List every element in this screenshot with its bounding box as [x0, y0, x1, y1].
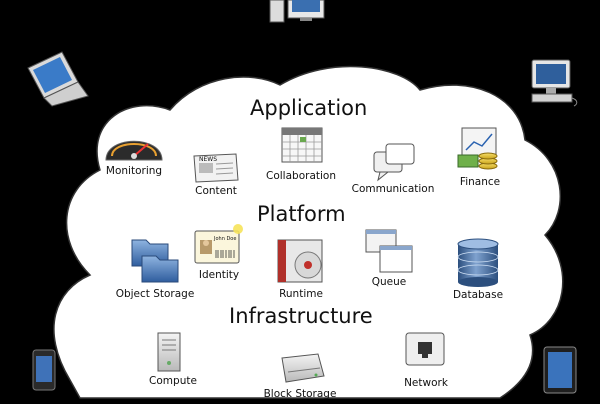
- laptop-icon: [27, 51, 89, 107]
- service-label-monitoring: Monitoring: [105, 165, 163, 177]
- service-label-identity: Identity: [198, 269, 240, 281]
- monitoring-icon: [105, 140, 163, 161]
- news-icon: NEWS: [193, 153, 239, 183]
- service-label-runtime: Runtime: [279, 288, 323, 300]
- service-label-finance: Finance: [459, 176, 501, 188]
- server-tower-icon: [157, 332, 181, 372]
- calendar-icon: [281, 127, 323, 163]
- layer-title-platform: Platform: [257, 202, 346, 226]
- service-label-queue: Queue: [371, 276, 407, 288]
- finance-chart-icon: [457, 127, 498, 170]
- network-jack-icon: [405, 332, 445, 366]
- tablet-icon: [543, 346, 577, 394]
- cloud-shape: [53, 65, 564, 399]
- smartphone-icon: [32, 349, 56, 391]
- service-label-block-storage: Block Storage: [263, 388, 337, 400]
- runtime-cd-box-icon: [277, 239, 323, 283]
- service-label-collaboration: Collaboration: [266, 170, 336, 182]
- service-label-network: Network: [404, 377, 448, 389]
- service-label-content: Content: [195, 185, 237, 197]
- database-icon: [457, 238, 499, 287]
- service-label-communication: Communication: [351, 183, 435, 195]
- service-label-object-storage: Object Storage: [115, 288, 195, 300]
- folders-icon: [131, 239, 179, 283]
- service-label-database: Database: [452, 289, 504, 301]
- id-card-icon: John Doe: [194, 224, 243, 264]
- monitor-icon: [531, 59, 578, 107]
- layer-title-infrastructure: Infrastructure: [229, 304, 373, 328]
- desktop-computer-icon: [269, 0, 325, 23]
- id-card-name-text: John Doe: [213, 236, 236, 242]
- hard-drive-icon: [281, 353, 325, 383]
- queue-windows-icon: [365, 229, 413, 273]
- service-label-compute: Compute: [149, 375, 197, 387]
- layer-title-application: Application: [250, 96, 368, 120]
- chat-bubbles-icon: [373, 143, 415, 182]
- news-icon-text: NEWS: [199, 156, 217, 163]
